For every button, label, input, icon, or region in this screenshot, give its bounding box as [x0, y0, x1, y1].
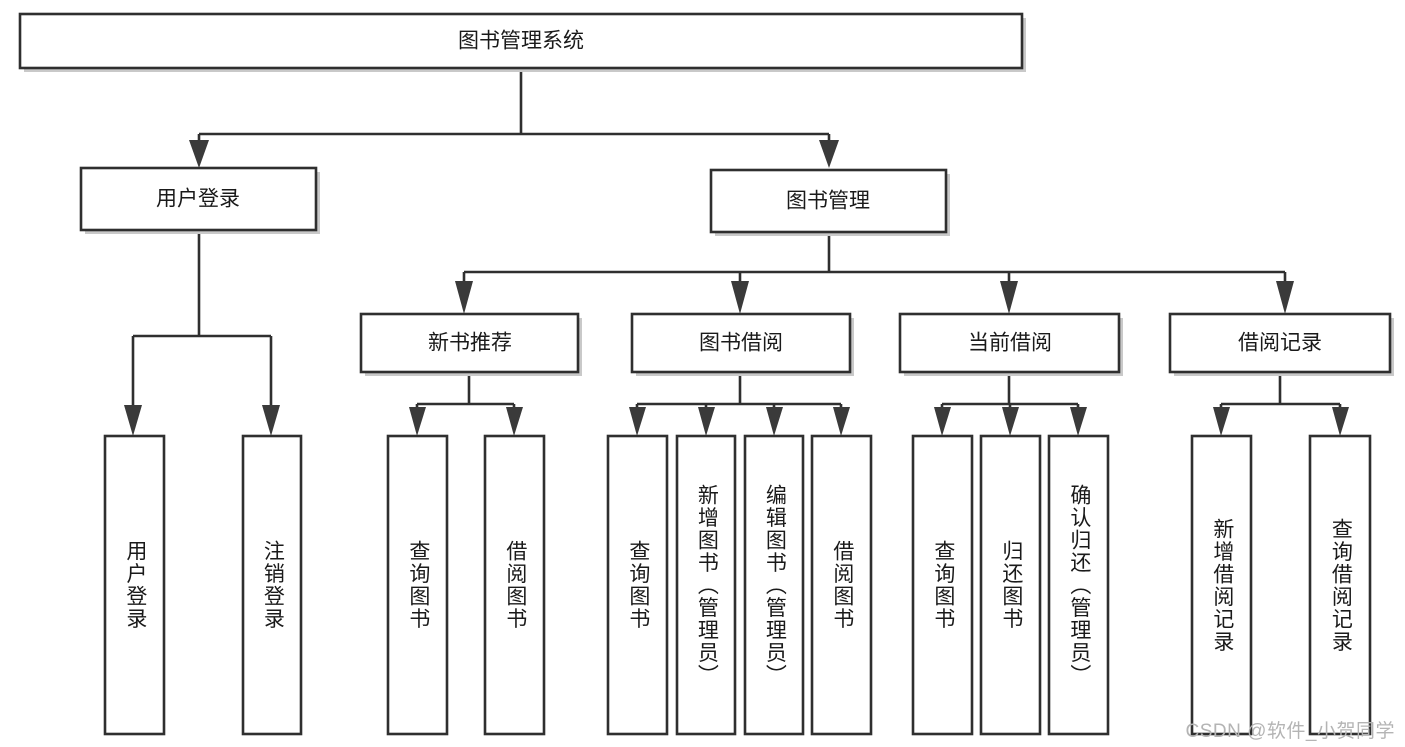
leaf-box-book-borrow-1[interactable]	[606, 434, 669, 736]
arrow-icon-user-login	[189, 140, 209, 168]
arrowheads-layer	[124, 140, 1349, 436]
node-user-login[interactable]: 用户登录	[79, 166, 320, 234]
leaf-box-book-borrow-4[interactable]	[810, 434, 873, 736]
node-user-login-box[interactable]	[79, 166, 318, 232]
arrow-icon-leaf-book-borrow-4	[833, 407, 850, 436]
arrow-icon-leaf-current-borrow-1	[934, 407, 951, 436]
node-root[interactable]: 图书管理系统	[18, 12, 1026, 72]
node-borrow-record-box[interactable]	[1168, 312, 1392, 374]
watermark-text: CSDN @软件_小贺同学	[1185, 721, 1395, 742]
nodes-layer: 图书管理系统 用户登录 图书管理 新书推荐	[18, 12, 1394, 736]
arrow-icon-leaf-book-borrow-3	[766, 407, 783, 436]
node-current-borrow[interactable]: 当前借阅	[898, 312, 1123, 376]
node-book-mgmt-label: 图书管理	[786, 190, 870, 213]
leaf-box-current-borrow-2[interactable]	[979, 434, 1042, 736]
leaf-box-current-borrow-1[interactable]	[911, 434, 974, 736]
arrow-icon-leaf-book-borrow-1	[629, 407, 646, 436]
arrow-icon-borrow-record	[1276, 281, 1294, 314]
arrow-icon-leaf-new-book-2	[506, 407, 523, 436]
node-book-mgmt-box[interactable]	[709, 168, 948, 234]
leaf-box-book-borrow-2[interactable]	[675, 434, 737, 736]
arrow-icon-new-book	[455, 281, 473, 314]
arrow-icon-book-borrow	[731, 281, 749, 314]
leaf-box-user-login-2[interactable]	[241, 434, 303, 736]
node-book-borrow-box[interactable]	[630, 312, 852, 374]
leaf-boxes-layer	[103, 434, 1372, 736]
leaf-box-book-borrow-3[interactable]	[743, 434, 805, 736]
node-current-borrow-label: 当前借阅	[968, 332, 1052, 355]
node-book-borrow[interactable]: 图书借阅	[630, 312, 854, 376]
leaf-box-new-book-2[interactable]	[483, 434, 546, 736]
node-book-mgmt[interactable]: 图书管理	[709, 168, 950, 236]
leaf-box-user-login-1[interactable]	[103, 434, 166, 736]
arrow-icon-leaf-borrow-record-2	[1332, 407, 1349, 436]
arrow-icon-leaf-current-borrow-3	[1070, 407, 1087, 436]
arrow-icon-leaf-current-borrow-2	[1002, 407, 1019, 436]
node-new-book-label: 新书推荐	[428, 332, 512, 355]
arrow-icon-leaf-new-book-1	[409, 407, 426, 436]
node-borrow-record[interactable]: 借阅记录	[1168, 312, 1394, 376]
arrow-icon-leaf-book-borrow-2	[698, 407, 715, 436]
node-borrow-record-label: 借阅记录	[1238, 332, 1322, 355]
arrow-icon-leaf-borrow-record-1	[1213, 407, 1230, 436]
node-new-book-box[interactable]	[359, 312, 580, 374]
node-root-label: 图书管理系统	[458, 30, 584, 53]
leaf-box-borrow-record-1[interactable]	[1190, 434, 1253, 736]
leaf-box-current-borrow-3[interactable]	[1047, 434, 1110, 736]
arrow-icon-leaf-user-login-2	[262, 405, 280, 436]
arrow-icon-leaf-user-login-1	[124, 405, 142, 436]
node-new-book[interactable]: 新书推荐	[359, 312, 582, 376]
node-book-borrow-label: 图书借阅	[699, 332, 783, 355]
leaf-box-borrow-record-2[interactable]	[1308, 434, 1372, 736]
node-user-login-label: 用户登录	[156, 188, 240, 211]
arrow-icon-current-borrow	[1000, 281, 1018, 314]
node-current-borrow-box[interactable]	[898, 312, 1121, 374]
arrow-icon-book-mgmt	[819, 140, 839, 168]
node-root-box[interactable]	[18, 12, 1024, 70]
leaf-box-new-book-1[interactable]	[386, 434, 449, 736]
